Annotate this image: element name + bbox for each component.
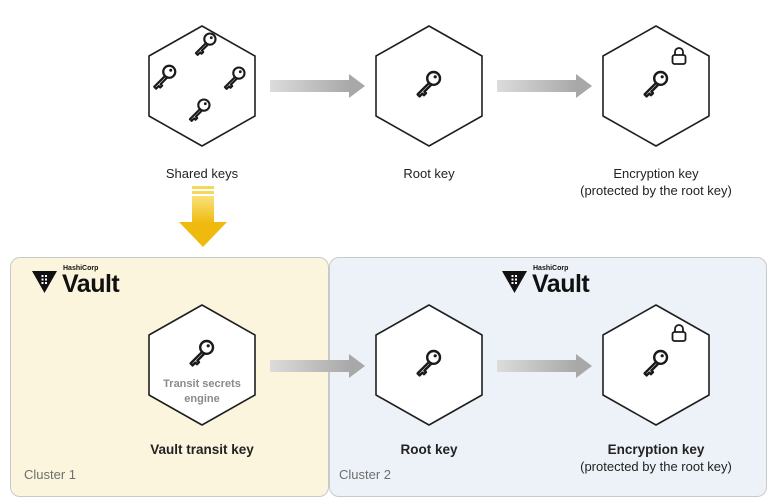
encryption-key-caption: Encryption key (protected by the root ke… bbox=[566, 165, 746, 199]
lock-icon bbox=[669, 46, 689, 66]
flow-arrow-transit-to-root bbox=[270, 354, 365, 378]
cluster-2-label: Cluster 2 bbox=[339, 467, 392, 482]
flow-arrow-root-to-encryption-cluster-2 bbox=[497, 354, 592, 378]
vault-brand-text: HashiCorp bbox=[533, 265, 569, 272]
key-icon bbox=[149, 62, 179, 92]
encryption-key-hexagon bbox=[601, 24, 711, 148]
shared-keys-caption: Shared keys bbox=[147, 165, 257, 182]
cluster-2-encryption-key-note: (protected by the root key) bbox=[580, 459, 732, 474]
vault-brand-text: HashiCorp bbox=[63, 265, 99, 272]
key-icon bbox=[639, 68, 671, 100]
key-icon bbox=[639, 347, 671, 379]
flow-arrow-root-to-encryption bbox=[497, 74, 592, 98]
cluster-2-root-key-label: Root key bbox=[400, 442, 458, 457]
key-icon bbox=[412, 347, 444, 379]
key-icon bbox=[185, 337, 217, 369]
encryption-key-note: (protected by the root key) bbox=[580, 183, 732, 198]
cluster-2-encryption-key-caption: Encryption key (protected by the root ke… bbox=[566, 441, 746, 475]
vault-triangle-icon bbox=[32, 271, 57, 293]
vault-logo-cluster-2: HashiCorp Vault bbox=[501, 264, 611, 298]
key-icon bbox=[191, 30, 219, 58]
flow-arrow-shared-to-root bbox=[270, 74, 365, 98]
vault-triangle-icon bbox=[502, 271, 527, 293]
vault-logo-cluster-1: HashiCorp Vault bbox=[31, 264, 141, 298]
cluster-1-label: Cluster 1 bbox=[24, 467, 77, 482]
transit-secrets-engine-hexagon: Transit secrets engine bbox=[147, 303, 257, 427]
vault-transit-key-caption: Vault transit key bbox=[132, 441, 272, 458]
lock-icon bbox=[669, 323, 689, 343]
encryption-key-label: Encryption key bbox=[613, 166, 699, 181]
hexagon-shape bbox=[148, 304, 256, 426]
cluster-2-encryption-key-label: Encryption key bbox=[607, 442, 705, 457]
transit-engine-label-line-2: engine bbox=[184, 393, 220, 405]
key-icon bbox=[412, 68, 444, 100]
transit-engine-label: Transit secrets engine bbox=[147, 377, 257, 407]
transit-engine-label-line-1: Transit secrets bbox=[163, 378, 241, 390]
vault-transit-key-label: Vault transit key bbox=[150, 442, 254, 457]
shared-keys-label: Shared keys bbox=[165, 166, 239, 181]
root-key-label: Root key bbox=[403, 166, 455, 181]
shared-keys-hexagon bbox=[147, 24, 257, 148]
down-arrow-shared-to-cluster-1 bbox=[179, 186, 227, 247]
key-icon bbox=[185, 96, 213, 124]
key-icon bbox=[220, 64, 248, 92]
vault-product-text: Vault bbox=[532, 270, 590, 298]
root-key-caption: Root key bbox=[364, 165, 494, 182]
cluster-2-root-key-caption: Root key bbox=[364, 441, 494, 458]
hexagon-shape bbox=[148, 25, 256, 147]
cluster-2-encryption-key-hexagon bbox=[601, 303, 711, 427]
cluster-2-root-key-hexagon bbox=[374, 303, 484, 427]
vault-product-text: Vault bbox=[62, 270, 120, 298]
root-key-hexagon bbox=[374, 24, 484, 148]
